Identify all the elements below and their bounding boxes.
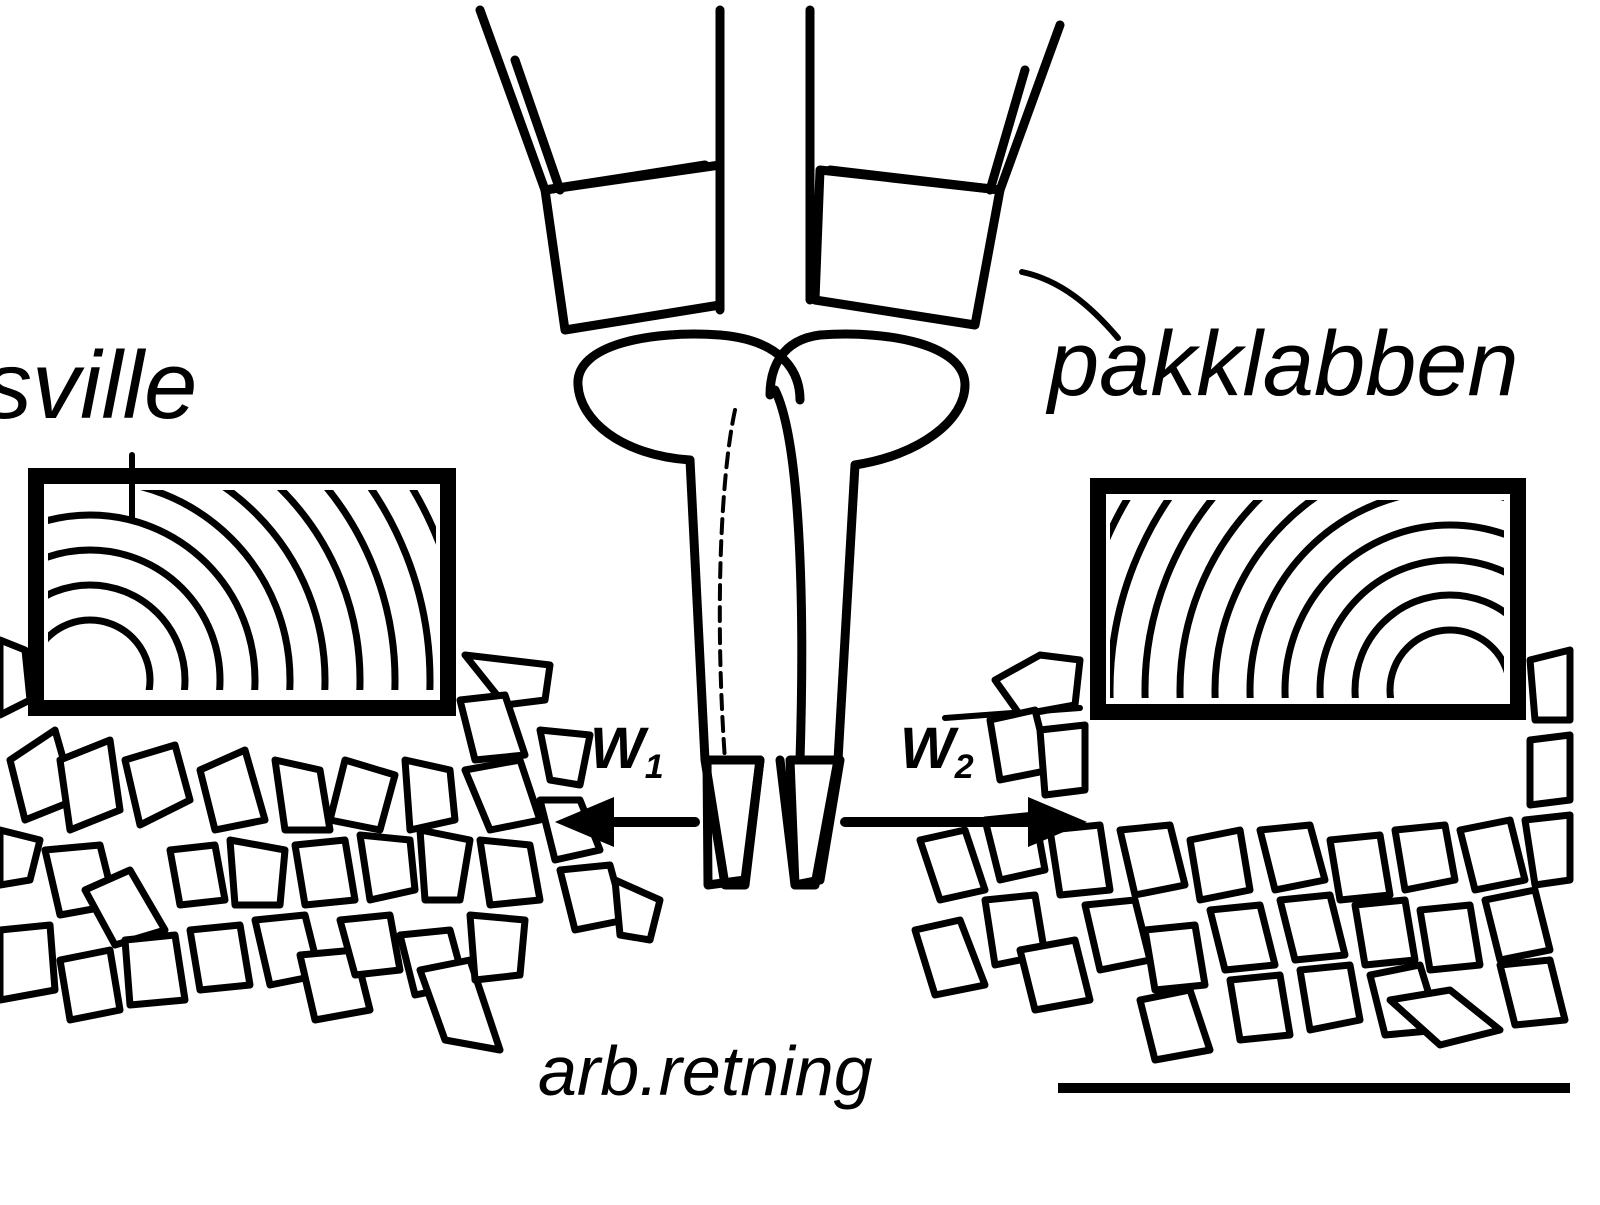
left-tine-tip — [702, 755, 765, 890]
tamping-unit — [475, 5, 1065, 890]
left-ballast — [0, 636, 664, 1054]
tine-centre-dashed — [717, 408, 737, 762]
centre-rods — [715, 5, 815, 315]
left-sleeper — [28, 468, 456, 716]
right-tine-tip — [785, 755, 845, 890]
pakklabben-leader — [1019, 269, 1121, 341]
force-w1-label: W1 — [590, 720, 664, 786]
force-w2-symbol: W — [900, 716, 955, 781]
sleeper-label: sville — [0, 332, 198, 439]
force-w2-subscript: 2 — [954, 748, 974, 786]
right-ballast — [911, 646, 1574, 1064]
force-w2-label: W2 — [900, 720, 974, 786]
right-clamp-block — [810, 165, 1005, 330]
right-tine-head — [765, 329, 970, 470]
right-sleeper — [1090, 478, 1526, 720]
right-tine-shaft — [770, 385, 860, 890]
working-direction-label: arb.retning — [538, 1032, 873, 1110]
left-clamp-block — [540, 160, 725, 335]
force-w1-symbol: W — [590, 716, 645, 781]
force-w1-subscript: 1 — [644, 748, 664, 786]
right-arm — [805, 10, 1065, 195]
force-w1-arrow-head — [554, 796, 614, 848]
tamping-tine-label: pakklabben — [1048, 313, 1519, 415]
force-w2-arrow-head — [1028, 796, 1088, 848]
force-arrows — [554, 796, 1088, 848]
left-arm — [475, 5, 725, 195]
